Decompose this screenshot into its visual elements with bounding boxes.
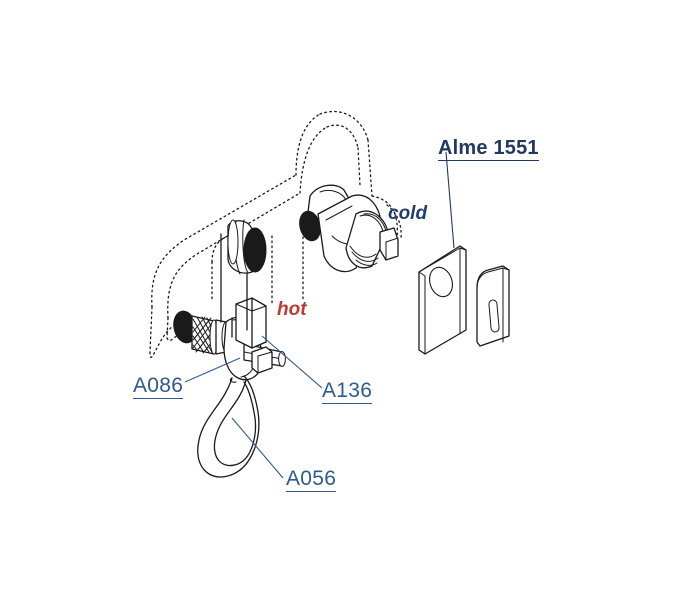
cold-marker-label: cold	[388, 204, 427, 223]
escutcheon-plate	[418, 245, 467, 355]
product-title-text: Alme 1551	[438, 137, 539, 161]
part-label-a136: A136	[322, 379, 373, 404]
part-label-a136-text: A136	[322, 379, 373, 404]
connector-nut-a086	[173, 310, 231, 355]
cold-marker-text: cold	[388, 203, 428, 224]
flexible-hose-a056	[197, 375, 260, 478]
sprayer-head	[227, 219, 267, 275]
sprayer-face	[243, 227, 267, 273]
part-label-a056-text: A056	[286, 467, 337, 492]
plate-aperture	[429, 266, 453, 298]
leader-a056	[231, 417, 284, 479]
leader-a136	[261, 335, 323, 389]
valve-stem	[379, 227, 399, 261]
hot-marker-label: hot	[277, 300, 307, 319]
leader-alme1551	[445, 151, 455, 249]
part-label-a086-text: A086	[133, 374, 184, 399]
leader-lines	[184, 151, 455, 479]
hidden-pipework-dotted	[149, 110, 402, 358]
trigger-valve-body-a136	[220, 233, 286, 381]
leader-a086	[184, 357, 241, 383]
part-label-a056: A056	[286, 467, 337, 492]
product-title-label: Alme 1551	[438, 137, 539, 161]
handle-slot	[488, 299, 500, 333]
lever-handle	[476, 265, 510, 347]
hot-marker-text: hot	[277, 299, 307, 320]
cold-valve-cartridge	[299, 184, 399, 273]
part-label-a086: A086	[133, 374, 184, 399]
